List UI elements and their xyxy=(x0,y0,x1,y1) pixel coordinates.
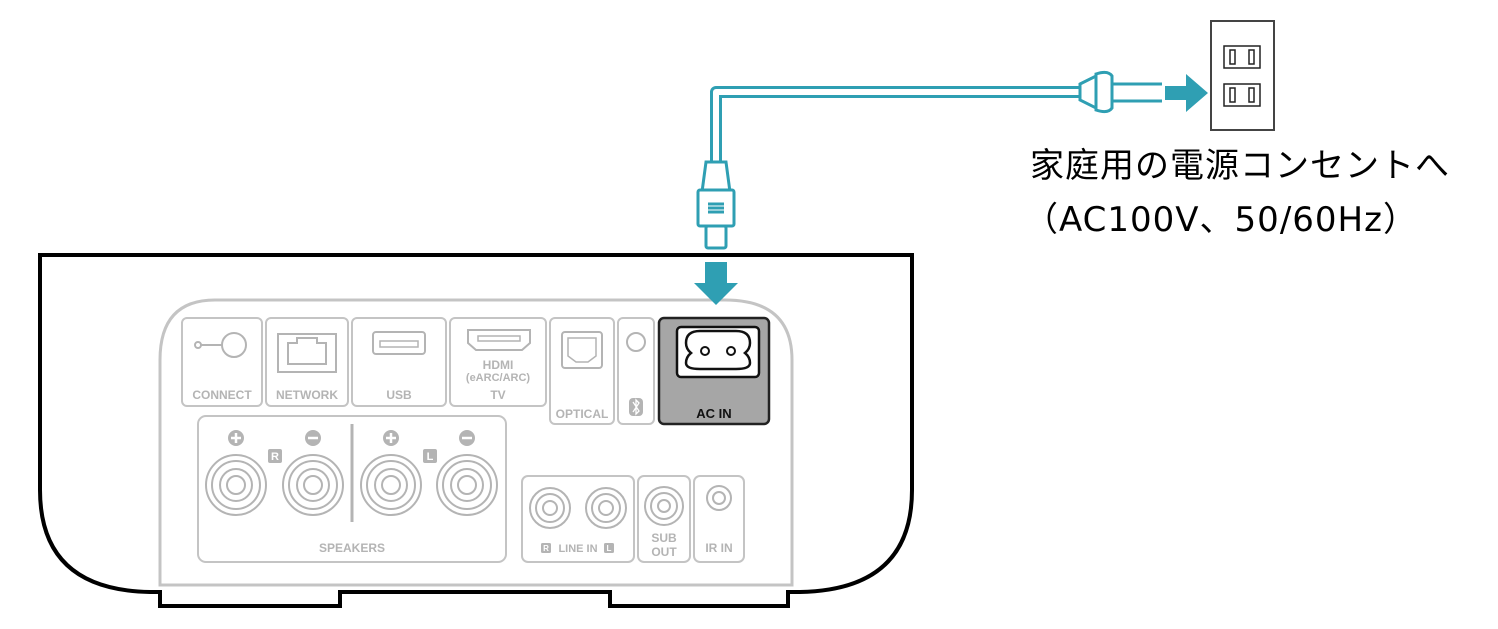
speaker-l-badge: L xyxy=(427,451,434,463)
down-arrow xyxy=(694,262,738,305)
optical-label: OPTICAL xyxy=(556,407,609,421)
sub-out-port: SUB OUT xyxy=(637,475,691,563)
line-in-l-badge: L xyxy=(607,544,612,553)
network-port: NETWORK xyxy=(265,317,349,407)
line-in-label: LINE IN xyxy=(558,543,597,555)
wall-plug xyxy=(1078,70,1162,114)
usb-port: USB xyxy=(351,317,447,407)
right-arrow xyxy=(1165,74,1208,112)
power-cable xyxy=(710,86,1082,190)
hdmi-label: HDMI xyxy=(483,358,514,372)
network-label: NETWORK xyxy=(276,388,338,402)
line-in-r-badge: R xyxy=(543,544,549,553)
connect-label: CONNECT xyxy=(192,388,252,402)
ac-in-port: AC IN xyxy=(657,316,771,426)
hdmi-port: HDMI (eARC/ARC) TV xyxy=(449,317,547,407)
out-label: OUT xyxy=(651,545,677,559)
bluetooth-button xyxy=(617,317,655,425)
wall-outlet xyxy=(1210,20,1275,131)
caption-outlet: 家庭用の電源コンセントへ xyxy=(1030,146,1450,186)
line-in-port: R LINE IN L xyxy=(521,475,635,563)
caption-voltage: （AC100V、50/60Hz） xyxy=(1024,200,1418,240)
ir-in-label: IR IN xyxy=(705,541,732,555)
ac-in-label: AC IN xyxy=(696,406,731,421)
connect-port: CONNECT xyxy=(181,317,263,407)
hdmi-tv-label: TV xyxy=(490,388,505,402)
usb-label: USB xyxy=(386,388,412,402)
optical-port: OPTICAL xyxy=(549,317,615,425)
hdmi-earc-label: (eARC/ARC) xyxy=(466,372,531,384)
speaker-terminals: R L SPEAKERS xyxy=(197,415,507,563)
iec-connector xyxy=(696,160,736,250)
sub-label: SUB xyxy=(651,531,677,545)
speaker-r-badge: R xyxy=(271,451,279,463)
ir-in-port: IR IN xyxy=(693,475,745,563)
speakers-label: SPEAKERS xyxy=(319,541,385,555)
